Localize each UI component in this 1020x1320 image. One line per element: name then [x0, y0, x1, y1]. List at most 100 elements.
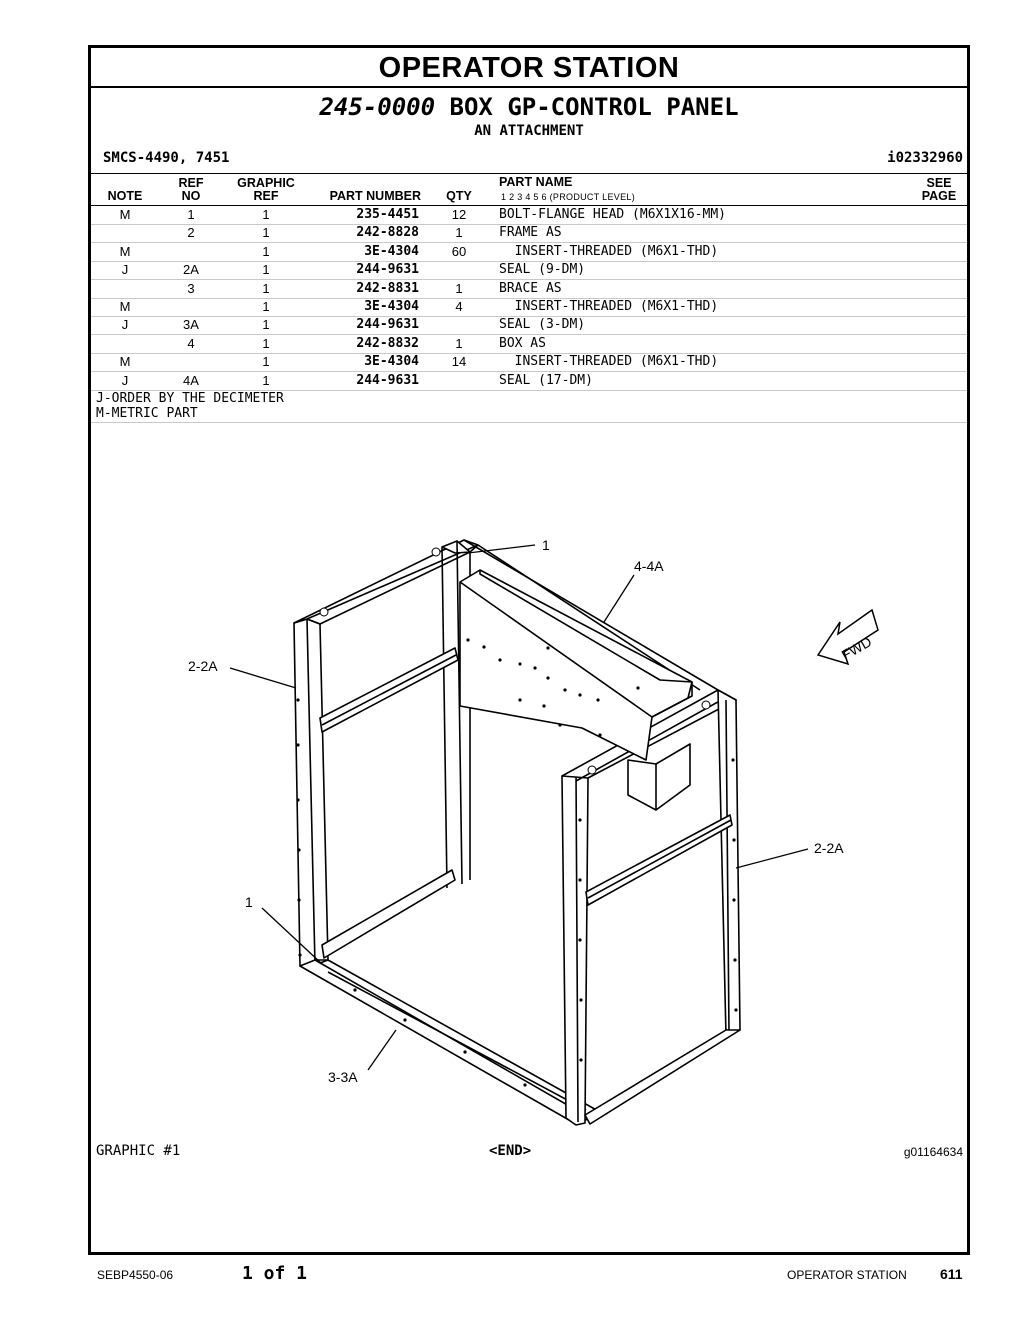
part-name: BRACE AS — [499, 280, 562, 296]
part-name: SEAL (3-DM) — [499, 317, 586, 333]
part-note: M — [119, 354, 131, 370]
section-title: OPERATOR STATION — [91, 48, 967, 88]
part-row: J 3A 1 244-9631 SEAL (3-DM) — [91, 316, 967, 336]
col-ref-bottom: NO — [181, 189, 201, 203]
part-qty: 1 — [455, 225, 463, 241]
notes: J-ORDER BY THE DECIMETER M-METRIC PART — [96, 391, 284, 421]
part-name: FRAME AS — [499, 225, 562, 241]
col-note: NOTE — [107, 189, 143, 203]
part-graphic-ref: 1 — [262, 335, 270, 351]
part-name: INSERT-THREADED (M6X1-THD) — [499, 354, 719, 370]
part-qty: 1 — [455, 280, 463, 296]
part-name: BOX AS — [499, 335, 546, 351]
callout-1-top: 1 — [542, 537, 550, 553]
part-note: M — [119, 243, 131, 259]
footer-page-number: 611 — [940, 1266, 963, 1282]
document-identifier: i02332960 — [887, 150, 963, 166]
part-note: J — [121, 317, 129, 333]
frame-linework — [293, 539, 741, 1126]
part-number: 244-9631 — [356, 372, 419, 388]
part-qty: 14 — [451, 354, 467, 370]
group-number: 245-0000 — [319, 93, 436, 121]
col-part-number: PART NUMBER — [329, 189, 421, 203]
header-divider — [91, 205, 967, 206]
part-row: M 1 3E-4304 14 INSERT-THREADED (M6X1-THD) — [91, 353, 967, 373]
part-row: M 1 3E-4304 60 INSERT-THREADED (M6X1-THD) — [91, 243, 967, 262]
part-ref-no: 3 — [187, 280, 195, 296]
graphic-id: g01164634 — [903, 1145, 963, 1159]
footer-section: OPERATOR STATION — [787, 1268, 907, 1282]
part-row: J 4A 1 244-9631 SEAL (17-DM) — [91, 372, 967, 391]
part-ref-no: 4 — [187, 335, 195, 351]
col-ref-top: REF — [178, 176, 204, 190]
col-product-level: 1 2 3 4 5 6 (PRODUCT LEVEL) — [501, 192, 635, 202]
graphic-label: GRAPHIC #1 — [96, 1143, 181, 1159]
notes-divider — [91, 422, 967, 423]
part-qty: 12 — [451, 207, 467, 222]
part-number: 3E-4304 — [364, 299, 419, 314]
part-row: 3 1 242-8831 1 BRACE AS — [91, 280, 967, 299]
footer-doc-id: SEBP4550-06 — [97, 1268, 174, 1282]
bolt-holes — [296, 547, 738, 1087]
part-number: 3E-4304 — [364, 354, 419, 370]
part-graphic-ref: 1 — [262, 280, 270, 296]
part-number: 244-9631 — [356, 317, 419, 333]
part-graphic-ref: 1 — [262, 317, 270, 333]
leader-lines — [229, 544, 809, 1071]
part-graphic-ref: 1 — [262, 262, 270, 278]
part-number: 242-8831 — [356, 280, 419, 296]
part-graphic-ref: 1 — [262, 372, 270, 388]
col-qty: QTY — [446, 189, 472, 203]
part-row: 2 1 242-8828 1 FRAME AS — [91, 224, 967, 244]
part-note: M — [119, 207, 131, 222]
part-note: J — [121, 262, 129, 278]
col-part-name: PART NAME — [499, 175, 573, 189]
part-qty: 60 — [451, 243, 467, 259]
footer-page-count: 1 of 1 — [242, 1263, 308, 1284]
group-name: BOX GP-CONTROL PANEL — [449, 93, 739, 121]
part-ref-no: 2 — [187, 225, 195, 241]
callout-2-2a-right: 2-2A — [814, 840, 844, 856]
part-note: M — [119, 299, 131, 314]
col-see-bottom: PAGE — [921, 189, 957, 203]
part-ref-no: 4A — [183, 372, 199, 388]
part-ref-no: 3A — [183, 317, 199, 333]
forward-arrow-icon: FWD — [816, 608, 879, 666]
part-qty: 1 — [455, 335, 463, 351]
note-line: M-METRIC PART — [96, 406, 198, 421]
part-number: 242-8828 — [356, 225, 419, 241]
divider — [91, 173, 967, 174]
part-graphic-ref: 1 — [262, 354, 270, 370]
part-graphic-ref: 1 — [262, 207, 270, 222]
part-graphic-ref: 1 — [262, 299, 270, 314]
part-row: M 1 1 235-4451 12 BOLT-FLANGE HEAD (M6X1X16-M… — [91, 206, 967, 225]
part-row: M 1 3E-4304 4 INSERT-THREADED (M6X1-THD) — [91, 298, 967, 317]
col-graphic-top: GRAPHIC — [237, 176, 295, 190]
part-graphic-ref: 1 — [262, 243, 270, 259]
part-name: SEAL (17-DM) — [499, 372, 593, 388]
note-line: J-ORDER BY THE DECIMETER — [96, 391, 284, 406]
part-number: 235-4451 — [356, 207, 419, 222]
callout-2-2a-left: 2-2A — [188, 658, 218, 674]
part-ref-no: 1 — [187, 207, 195, 222]
part-number: 244-9631 — [356, 262, 419, 278]
callout-1-bottom: 1 — [245, 894, 253, 910]
col-graphic-bottom: REF — [253, 189, 279, 203]
part-note: J — [121, 372, 129, 388]
group-subtitle: AN ATTACHMENT — [474, 123, 584, 139]
part-number: 3E-4304 — [364, 243, 419, 259]
part-qty: 4 — [455, 299, 463, 314]
part-name: INSERT-THREADED (M6X1-THD) — [499, 299, 719, 314]
part-graphic-ref: 1 — [262, 225, 270, 241]
part-name: SEAL (9-DM) — [499, 262, 586, 278]
part-name: BOLT-FLANGE HEAD (M6X1X16-MM) — [499, 207, 726, 222]
part-name: INSERT-THREADED (M6X1-THD) — [499, 243, 719, 259]
page-frame: OPERATOR STATION 245-0000 BOX GP-CONTROL… — [88, 45, 970, 1255]
smcs-code: SMCS-4490, 7451 — [103, 150, 230, 166]
callout-3-3a: 3-3A — [328, 1069, 358, 1085]
callout-4-4a: 4-4A — [634, 558, 664, 574]
group-title: 245-0000 BOX GP-CONTROL PANEL — [91, 94, 967, 120]
